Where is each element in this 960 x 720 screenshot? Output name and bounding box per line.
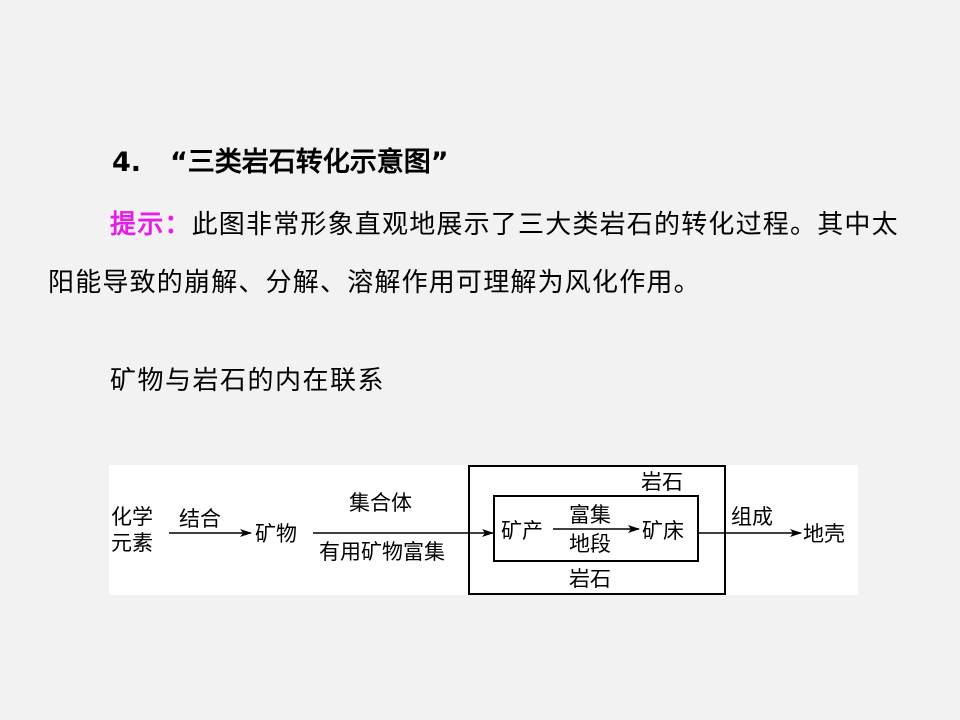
earth-crust-node: 地壳 (803, 522, 845, 546)
arrow-aggregate-top-label: 集合体 (349, 491, 412, 515)
arrow-compose-label: 组成 (731, 505, 773, 529)
rock-outer-box (468, 465, 726, 595)
section-number: 4. (112, 147, 142, 178)
chemical-element-line2: 元素 (111, 531, 153, 555)
rock-bottom-label: 岩石 (569, 567, 611, 591)
hint-paragraph: 提示：此图非常形象直观地展示了三大类岩石的转化过程。其中太阳能导致的崩解、分解、… (48, 196, 920, 312)
arrow-enrich-bottom-label: 地段 (569, 532, 611, 556)
ore-inner-box (493, 495, 699, 562)
diagram-subtitle: 矿物与岩石的内在联系 (110, 366, 386, 396)
chemical-element-line1: 化学 (111, 505, 153, 529)
section-heading: 4. “三类岩石转化示意图” (112, 140, 449, 179)
hint-text: 此图非常形象直观地展示了三大类岩石的转化过程。其中太阳能导致的崩解、分解、溶解作… (48, 210, 899, 298)
diagram-lines (169, 465, 802, 595)
mineral-node: 矿物 (255, 522, 297, 546)
arrow-enrich-top-label: 富集 (569, 503, 611, 527)
rock-top-label: 岩石 (641, 470, 683, 494)
mineral-rock-diagram: 化学 元素 结合 矿物 集合体 有用矿物富集 矿产 富集 地段 矿床 岩石 岩石… (109, 465, 858, 595)
ore-occurrence-node: 矿产 (501, 519, 543, 543)
section-title: “三类岩石转化示意图” (170, 147, 449, 178)
arrow-combine-label: 结合 (179, 507, 221, 531)
hint-label: 提示： (110, 210, 192, 240)
arrow-aggregate-bottom-label: 有用矿物富集 (319, 540, 445, 564)
ore-deposit-node: 矿床 (642, 519, 684, 543)
